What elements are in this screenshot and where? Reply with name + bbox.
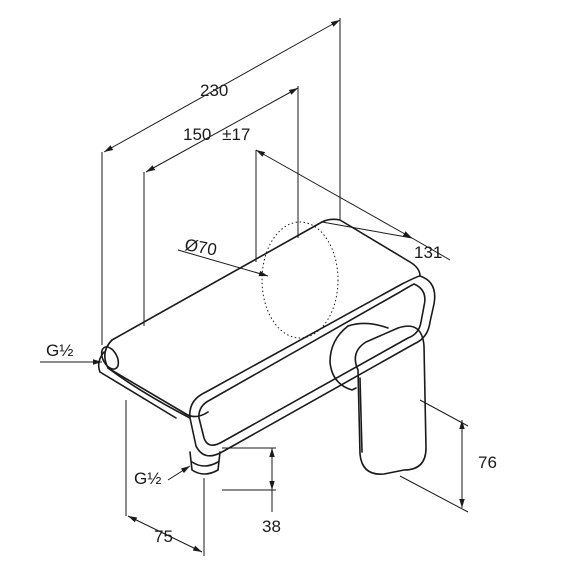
body-side-edge <box>107 367 191 419</box>
dimension-depth: 131 <box>255 149 451 262</box>
dimension-outlet-offset: 75 <box>125 400 205 556</box>
dimension-outlet-thread: G½ <box>134 465 191 488</box>
handle-height-label: 76 <box>478 453 497 472</box>
wall-distance-tolerance: ±17 <box>222 125 250 144</box>
body-front-face-outer <box>189 275 436 457</box>
body-top-face <box>111 218 421 341</box>
body-bottom-edge <box>99 371 177 419</box>
dimension-wall-distance: 150 ±17 <box>143 86 299 326</box>
handle-lever <box>354 325 427 475</box>
dimension-outlet-drop: 38 <box>222 447 281 536</box>
hidden-circle-outline <box>261 221 339 339</box>
inlet-thread-label: G½ <box>46 341 73 360</box>
overall-length-label: 230 <box>200 81 228 100</box>
mixer-body <box>97 218 436 475</box>
outlet-nipple <box>189 451 221 475</box>
body-front-face-inner <box>198 283 426 446</box>
diameter-label: Ø70 <box>183 235 218 259</box>
outlet-thread-label: G½ <box>134 469 161 488</box>
depth-label: 131 <box>414 243 442 262</box>
wall-distance-value: 150 <box>183 125 211 144</box>
handle-hub <box>329 325 357 391</box>
wall-distance-label: 150 ±17 <box>183 125 250 144</box>
dimension-inlet-thread: G½ <box>40 341 102 365</box>
inlet-port <box>100 346 120 370</box>
lever-handle <box>329 322 427 475</box>
outlet-drop-label: 38 <box>262 517 281 536</box>
body-top-front-edge <box>104 339 209 418</box>
dimension-diameter: Ø70 <box>177 235 269 277</box>
outlet-offset-label: 75 <box>154 527 173 546</box>
dimension-overall-length: 230 <box>101 18 341 345</box>
dimension-handle-height: 76 <box>399 399 497 513</box>
